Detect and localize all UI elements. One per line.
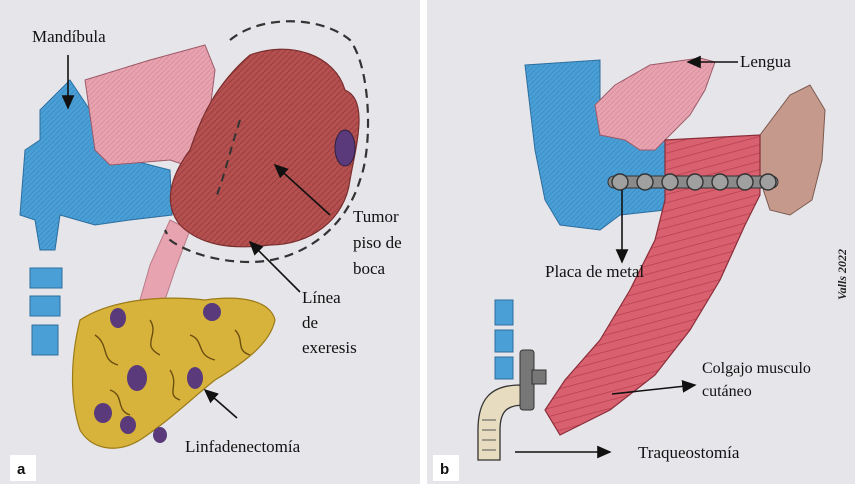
label-tumor-1: Tumor bbox=[353, 207, 399, 226]
signature: Valls 2022 bbox=[835, 249, 849, 300]
label-mandible: Mandíbula bbox=[32, 27, 106, 46]
label-resection-2: de bbox=[302, 313, 318, 332]
label-trach: Traqueostomía bbox=[638, 443, 740, 462]
trachea-rings bbox=[495, 300, 513, 379]
label-lymph: Linfadenectomía bbox=[185, 437, 301, 456]
panel-divider bbox=[420, 0, 427, 484]
panel-a: Mandíbula Tumor piso de boca Línea de ex… bbox=[0, 0, 420, 484]
label-flap-2: cutáneo bbox=[702, 383, 752, 400]
label-tongue: Lengua bbox=[740, 52, 791, 71]
label-resection-3: exeresis bbox=[302, 338, 357, 357]
panel-b-tag: b bbox=[440, 461, 449, 478]
label-tumor-2: piso de bbox=[353, 233, 402, 252]
label-plate: Placa de metal bbox=[545, 262, 644, 281]
tumor-node bbox=[335, 130, 355, 166]
metal-plate bbox=[608, 174, 778, 190]
label-tumor-3: boca bbox=[353, 259, 386, 278]
panel-b: Lengua Placa de metal Colgajo musculo cu… bbox=[427, 0, 855, 484]
label-resection-1: Línea bbox=[302, 288, 341, 307]
label-flap-1: Colgajo musculo bbox=[702, 360, 811, 377]
panel-a-tag: a bbox=[17, 461, 26, 478]
